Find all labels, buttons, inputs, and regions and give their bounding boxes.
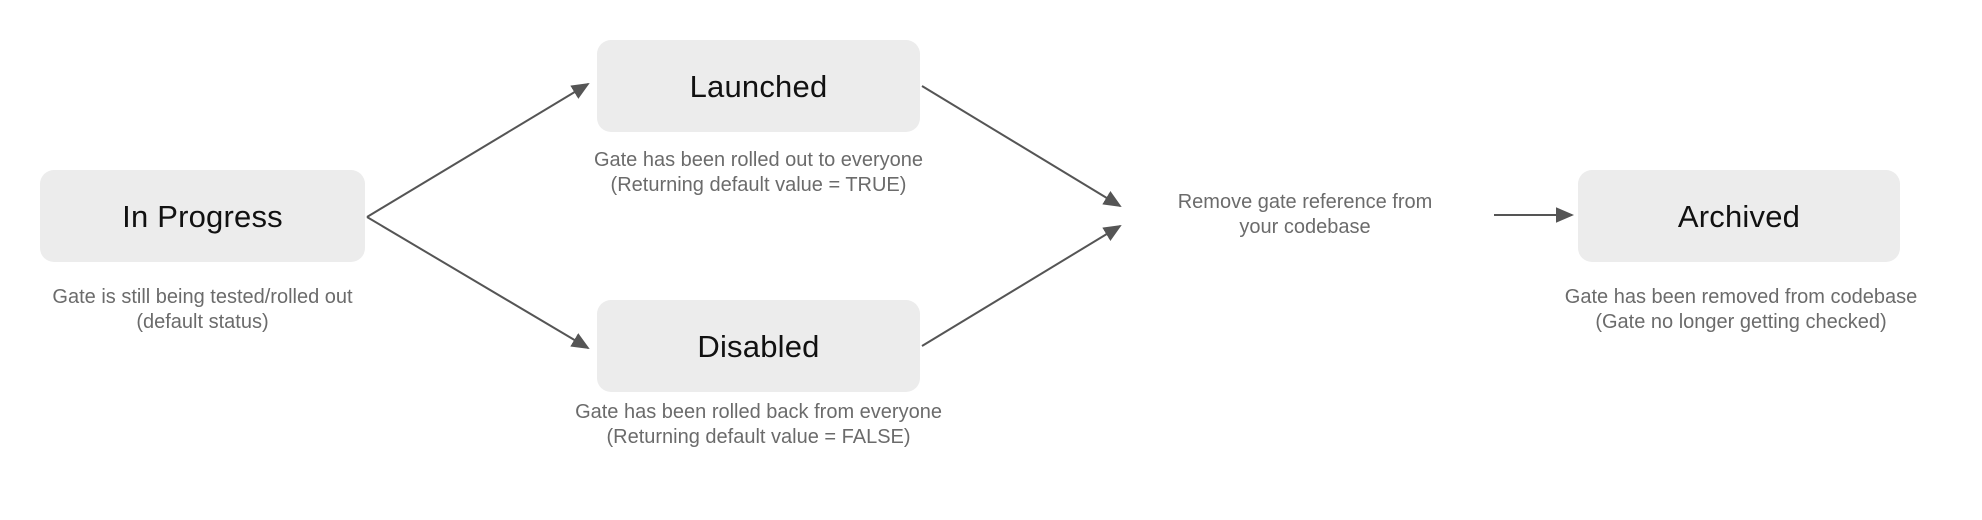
caption-launched: Gate has been rolled out to everyone (Re… — [593, 149, 924, 196]
caption-in-progress: Gate is still being tested/rolled out (d… — [52, 286, 353, 333]
node-in-progress[interactable]: In Progress — [40, 170, 365, 262]
caption-archived: Gate has been removed from codebase (Gat… — [1564, 286, 1918, 333]
edge-label-remove-gate-reference: Remove gate reference from your codebase — [1177, 191, 1433, 238]
caption-disabled: Gate has been rolled back from everyone … — [575, 401, 942, 448]
node-launched-label: Launched — [689, 68, 828, 104]
node-in-progress-label: In Progress — [122, 198, 283, 234]
node-launched[interactable]: Launched — [597, 40, 920, 132]
node-archived-label: Archived — [1677, 198, 1801, 234]
node-disabled[interactable]: Disabled — [597, 300, 920, 392]
node-disabled-label: Disabled — [697, 328, 820, 364]
edge-disabled-to-merge — [921, 224, 1122, 347]
node-archived[interactable]: Archived — [1578, 170, 1900, 262]
